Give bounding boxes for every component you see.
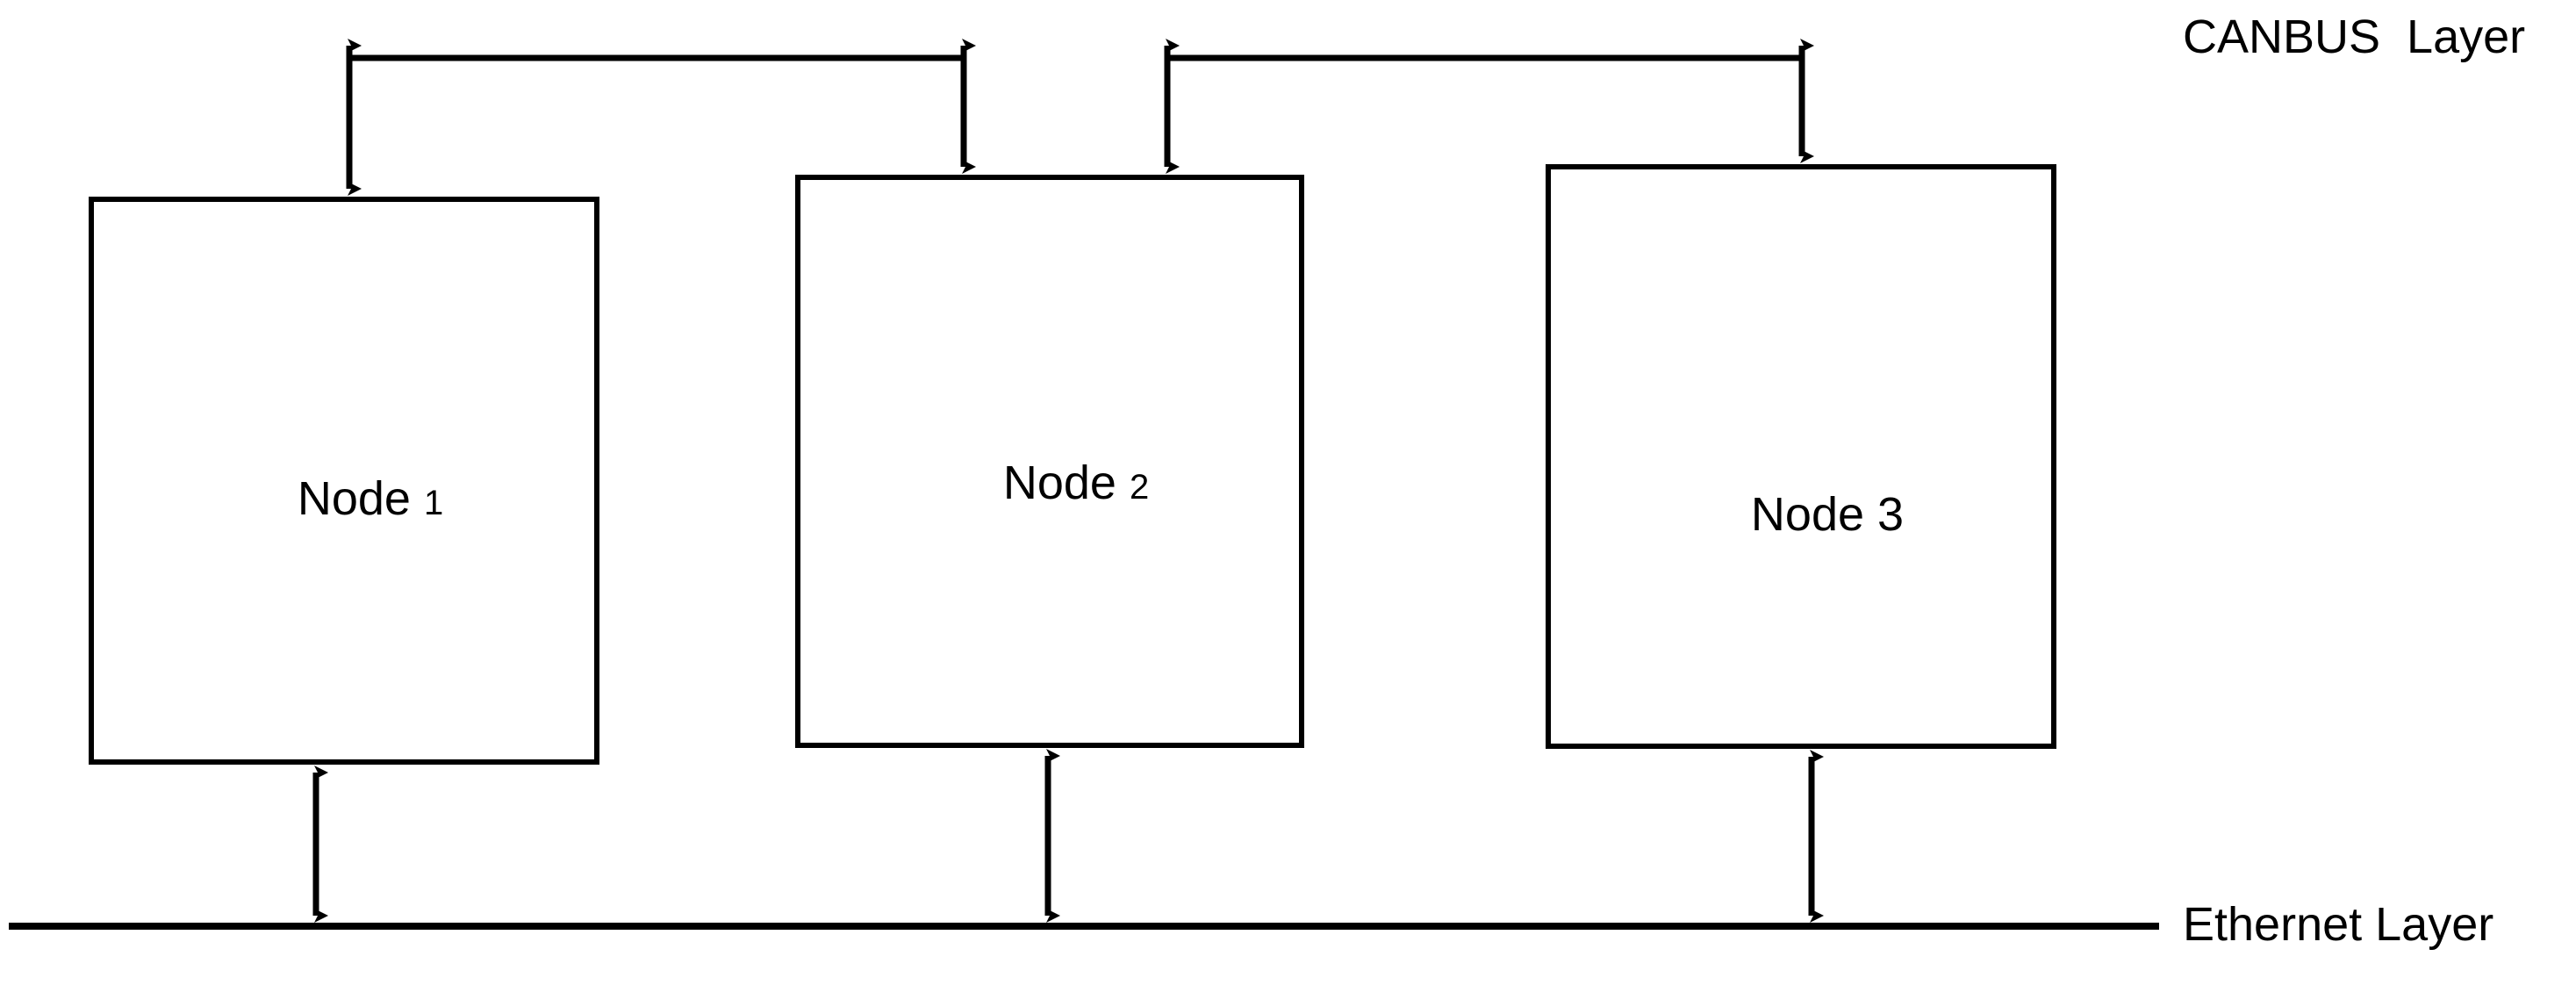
ethernet-arrow-group [312,749,1824,923]
node-label-2-index: 2 [1129,468,1150,507]
node-label-2-text: Node [1002,457,1130,509]
node-label-3-text: Node [1750,488,1878,541]
node-label-1: Node 1 [91,428,597,570]
ethernet-layer-label: Ethernet Layer [2183,898,2494,951]
node-label-3: Node 3 [1548,443,2054,586]
node-box-3 [1546,164,2056,749]
node-box-1 [89,197,599,765]
node-box-group [89,164,2056,765]
node-label-3-index: 3 [1877,488,1905,541]
node-label-1-index: 1 [423,484,444,522]
node-label-2: Node 2 [798,412,1302,554]
canbus-layer-label: CANBUS Layer [2183,11,2526,63]
node-label-1-text: Node [297,472,424,525]
node-box-2 [795,175,1304,748]
canbus-arrow-group [346,39,1814,196]
